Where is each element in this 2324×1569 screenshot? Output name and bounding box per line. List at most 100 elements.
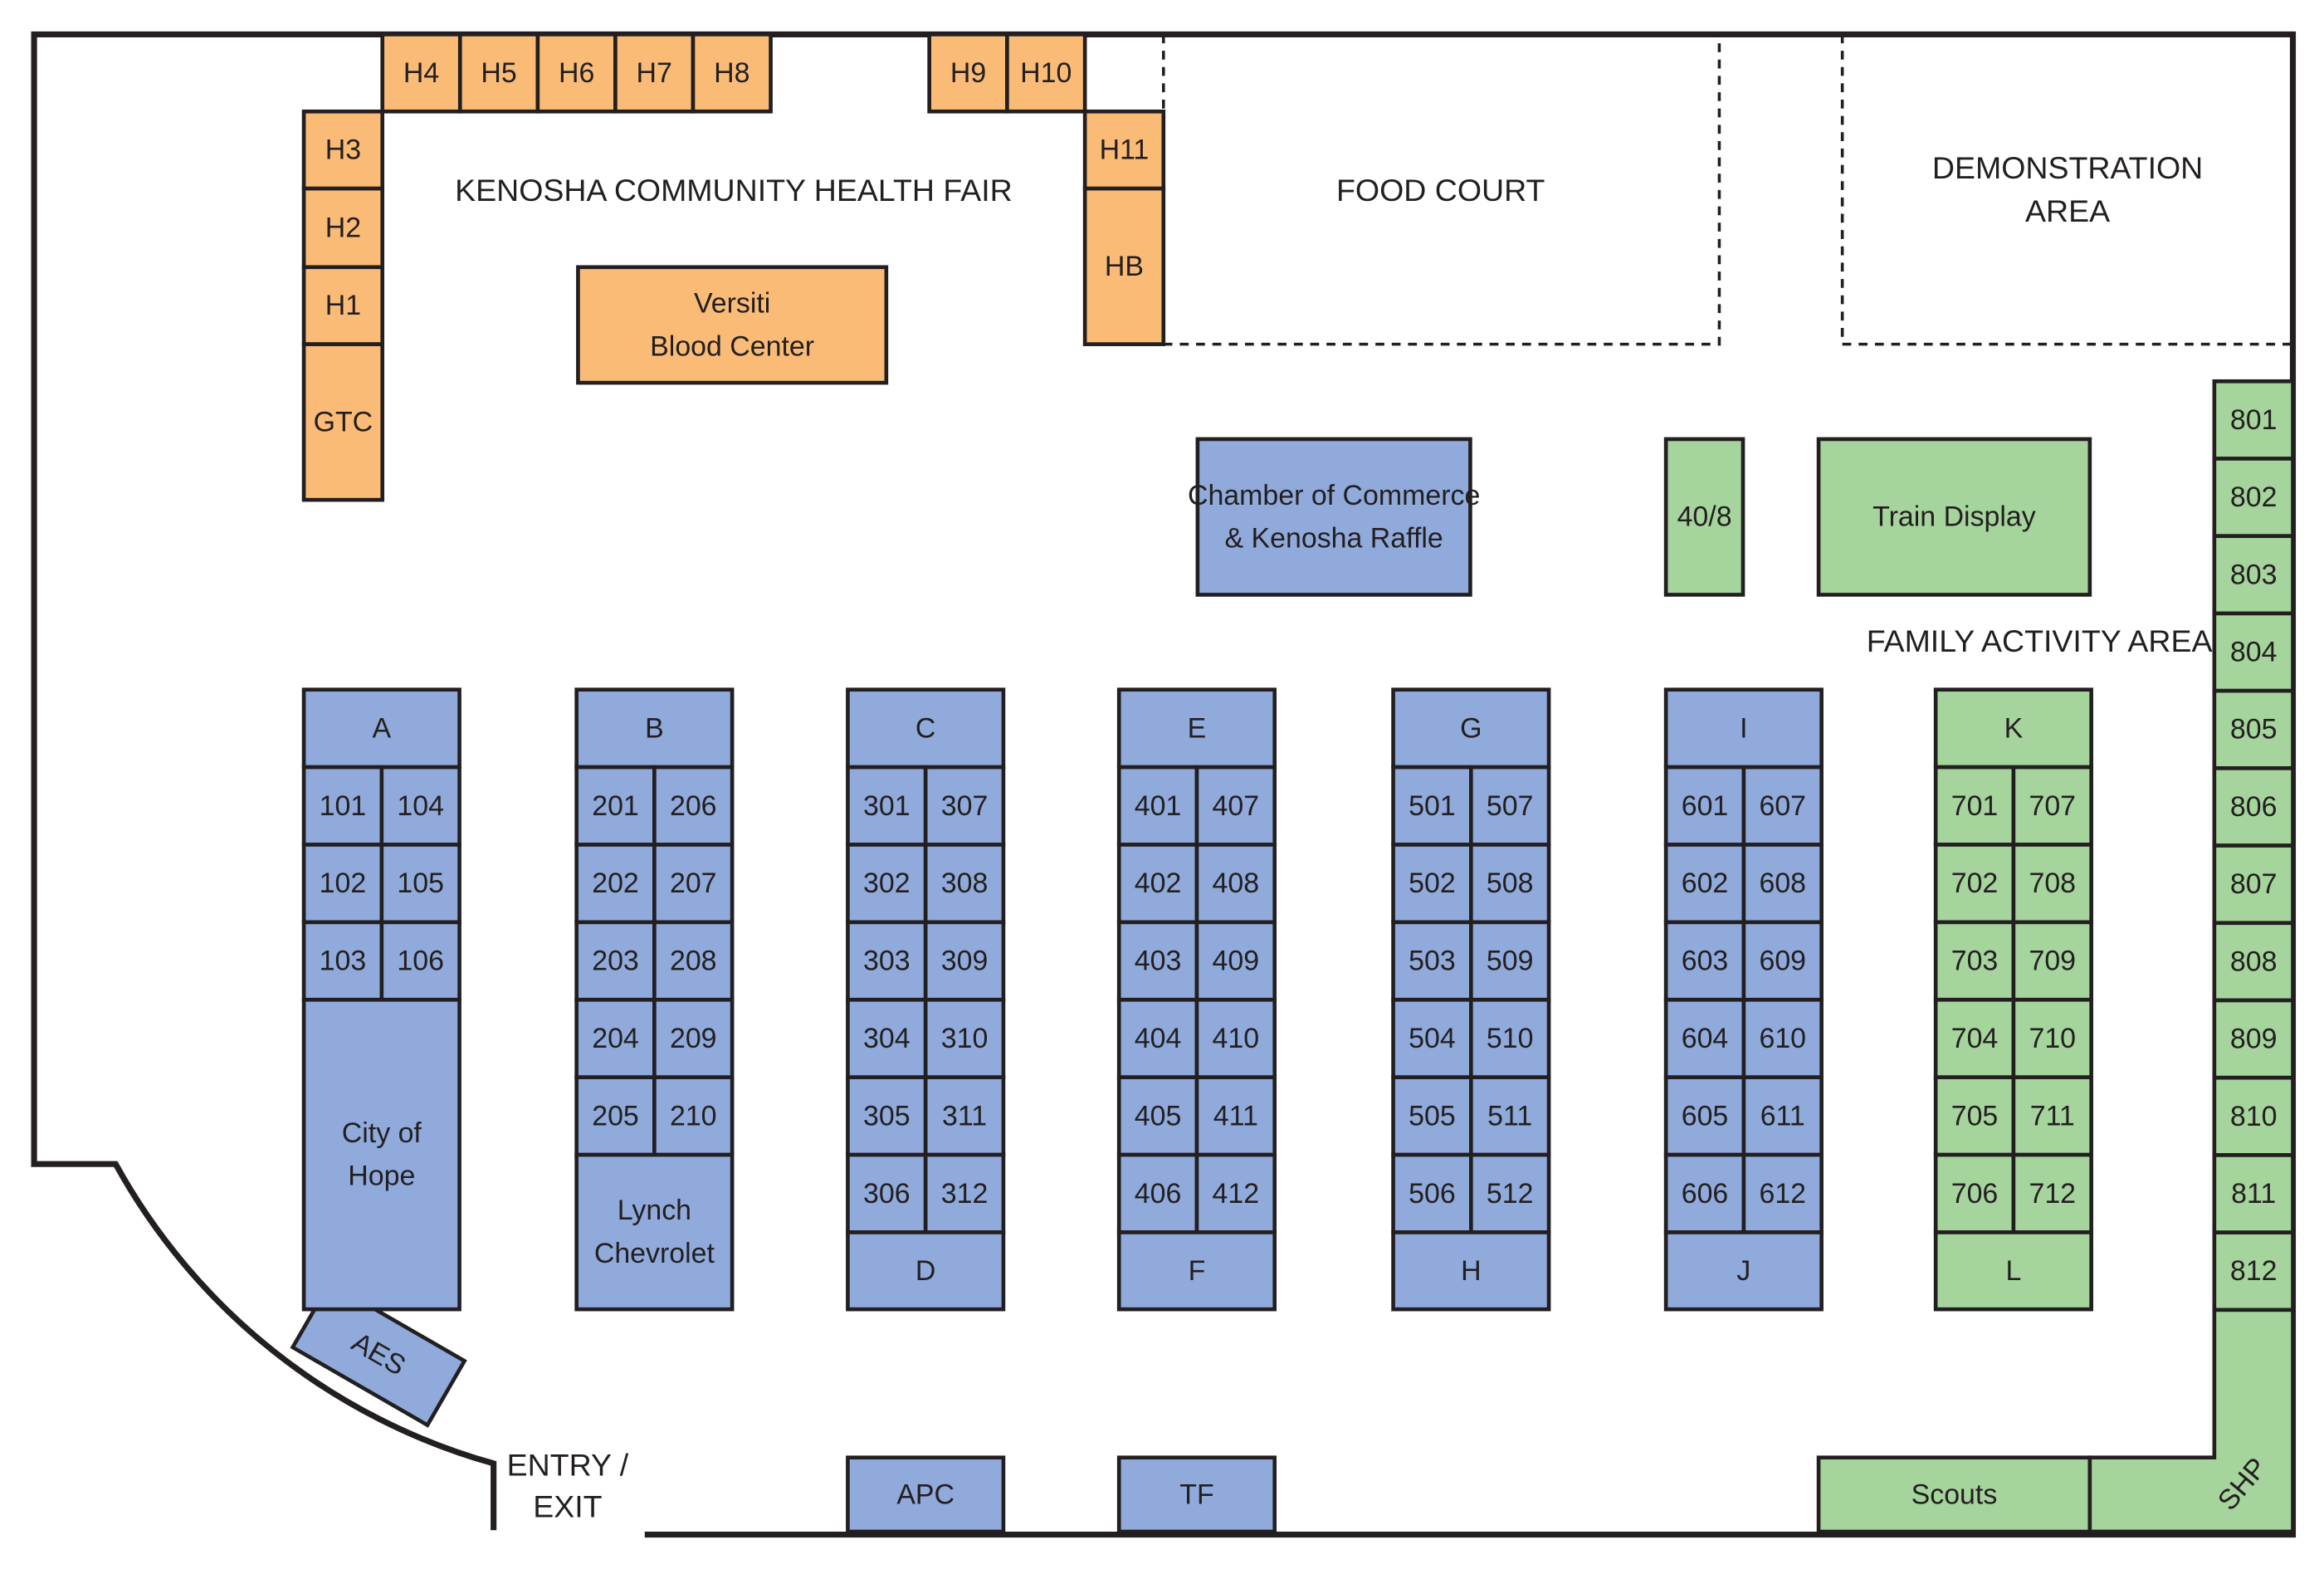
booth-503[interactable]: 503 [1391,920,1473,1002]
booth-707[interactable]: 707 [2011,765,2093,847]
booth-311[interactable]: 311 [923,1075,1006,1157]
booth-603[interactable]: 603 [1663,920,1746,1002]
booth-208[interactable]: 208 [652,920,735,1002]
booth-h2[interactable]: H2 [301,186,385,270]
booth-610[interactable]: 610 [1741,997,1824,1080]
booth-303[interactable]: 303 [846,920,928,1002]
booth-h1[interactable]: H1 [301,265,385,346]
booth-706[interactable]: 706 [1933,1152,2016,1234]
booth-403[interactable]: 403 [1116,920,1199,1002]
booth-511[interactable]: 511 [1469,1075,1551,1157]
booth-709[interactable]: 709 [2011,920,2093,1002]
booth-811[interactable]: 811 [2212,1153,2295,1234]
booth-gtc[interactable]: GTC [301,342,385,502]
booth-601[interactable]: 601 [1663,765,1746,847]
booth-309[interactable]: 309 [923,920,1006,1002]
booth-207[interactable]: 207 [652,843,735,925]
booth-aes[interactable]: AES [290,1280,467,1428]
aisle-header-a[interactable]: A [301,687,461,770]
aisle-header-c[interactable]: C [846,687,1006,770]
booth-805[interactable]: 805 [2212,688,2295,770]
aisle-header-k[interactable]: K [1933,687,2093,770]
booth-502[interactable]: 502 [1391,843,1473,925]
booth-506[interactable]: 506 [1391,1152,1473,1234]
booth-102[interactable]: 102 [301,843,384,925]
booth-704[interactable]: 704 [1933,997,2016,1080]
booth-101[interactable]: 101 [301,765,384,847]
booth-409[interactable]: 409 [1194,920,1277,1002]
booth-605[interactable]: 605 [1663,1075,1746,1157]
booth-711[interactable]: 711 [2011,1075,2093,1157]
aisle-footer-j[interactable]: J [1663,1230,1824,1312]
aisle-footer-h[interactable]: H [1391,1230,1551,1312]
booth-tf[interactable]: TF [1116,1455,1277,1534]
booth-703[interactable]: 703 [1933,920,2016,1002]
booth-611[interactable]: 611 [1741,1075,1824,1157]
booth-407[interactable]: 407 [1194,765,1277,847]
booth-h10[interactable]: H10 [1005,32,1087,114]
booth-204[interactable]: 204 [574,997,657,1080]
booth-701[interactable]: 701 [1933,765,2016,847]
booth-train-display[interactable]: Train Display [1816,437,2092,597]
booth-h7[interactable]: H7 [613,32,696,114]
booth-305[interactable]: 305 [846,1075,928,1157]
booth-507[interactable]: 507 [1469,765,1551,847]
booth-812[interactable]: 812 [2212,1230,2295,1312]
booth-708[interactable]: 708 [2011,843,2093,925]
booth-808[interactable]: 808 [2212,921,2295,1003]
booth-604[interactable]: 604 [1663,997,1746,1080]
booth-609[interactable]: 609 [1741,920,1824,1002]
booth-806[interactable]: 806 [2212,766,2295,848]
aisle-header-e[interactable]: E [1116,687,1277,770]
aisle-header-b[interactable]: B [574,687,735,770]
booth-501[interactable]: 501 [1391,765,1473,847]
booth-105[interactable]: 105 [379,843,461,925]
aisle-header-i[interactable]: I [1663,687,1824,770]
booth-512[interactable]: 512 [1469,1152,1551,1234]
booth-608[interactable]: 608 [1741,843,1824,925]
booth-408[interactable]: 408 [1194,843,1277,925]
booth-412[interactable]: 412 [1194,1152,1277,1234]
booth-h11[interactable]: H11 [1082,109,1166,191]
aisle-footer-f[interactable]: F [1116,1230,1277,1312]
booth-apc[interactable]: APC [846,1455,1006,1534]
booth-310[interactable]: 310 [923,997,1006,1080]
booth-410[interactable]: 410 [1194,997,1277,1080]
booth-401[interactable]: 401 [1116,765,1199,847]
booth-h8[interactable]: H8 [691,32,773,114]
booth-h4[interactable]: H4 [380,32,462,114]
booth-302[interactable]: 302 [846,843,928,925]
booth-508[interactable]: 508 [1469,843,1551,925]
booth-209[interactable]: 209 [652,997,735,1080]
booth-h6[interactable]: H6 [535,32,618,114]
booth-306[interactable]: 306 [846,1152,928,1234]
booth-406[interactable]: 406 [1116,1152,1199,1234]
booth-402[interactable]: 402 [1116,843,1199,925]
booth-509[interactable]: 509 [1469,920,1551,1002]
aisle-footer-l[interactable]: L [1933,1230,2093,1312]
booth-104[interactable]: 104 [379,765,461,847]
booth-510[interactable]: 510 [1469,997,1551,1080]
booth-612[interactable]: 612 [1741,1152,1824,1234]
booth-705[interactable]: 705 [1933,1075,2016,1157]
booth-803[interactable]: 803 [2212,534,2295,616]
booth-607[interactable]: 607 [1741,765,1824,847]
booth-312[interactable]: 312 [923,1152,1006,1234]
booth-h5[interactable]: H5 [457,32,540,114]
booth-307[interactable]: 307 [923,765,1006,847]
booth-809[interactable]: 809 [2212,998,2295,1080]
booth-404[interactable]: 404 [1116,997,1199,1080]
booth-40-8[interactable]: 40/8 [1663,437,1745,597]
booth-702[interactable]: 702 [1933,843,2016,925]
booth-301[interactable]: 301 [846,765,928,847]
booth-602[interactable]: 602 [1663,843,1746,925]
booth-201[interactable]: 201 [574,765,657,847]
booth-202[interactable]: 202 [574,843,657,925]
booth-405[interactable]: 405 [1116,1075,1199,1157]
booth-h3[interactable]: H3 [301,109,385,191]
booth-chamber-of-commerce[interactable]: Chamber of Commerce& Kenosha Raffle [1188,437,1480,597]
booth-210[interactable]: 210 [652,1075,735,1157]
booth-505[interactable]: 505 [1391,1075,1473,1157]
